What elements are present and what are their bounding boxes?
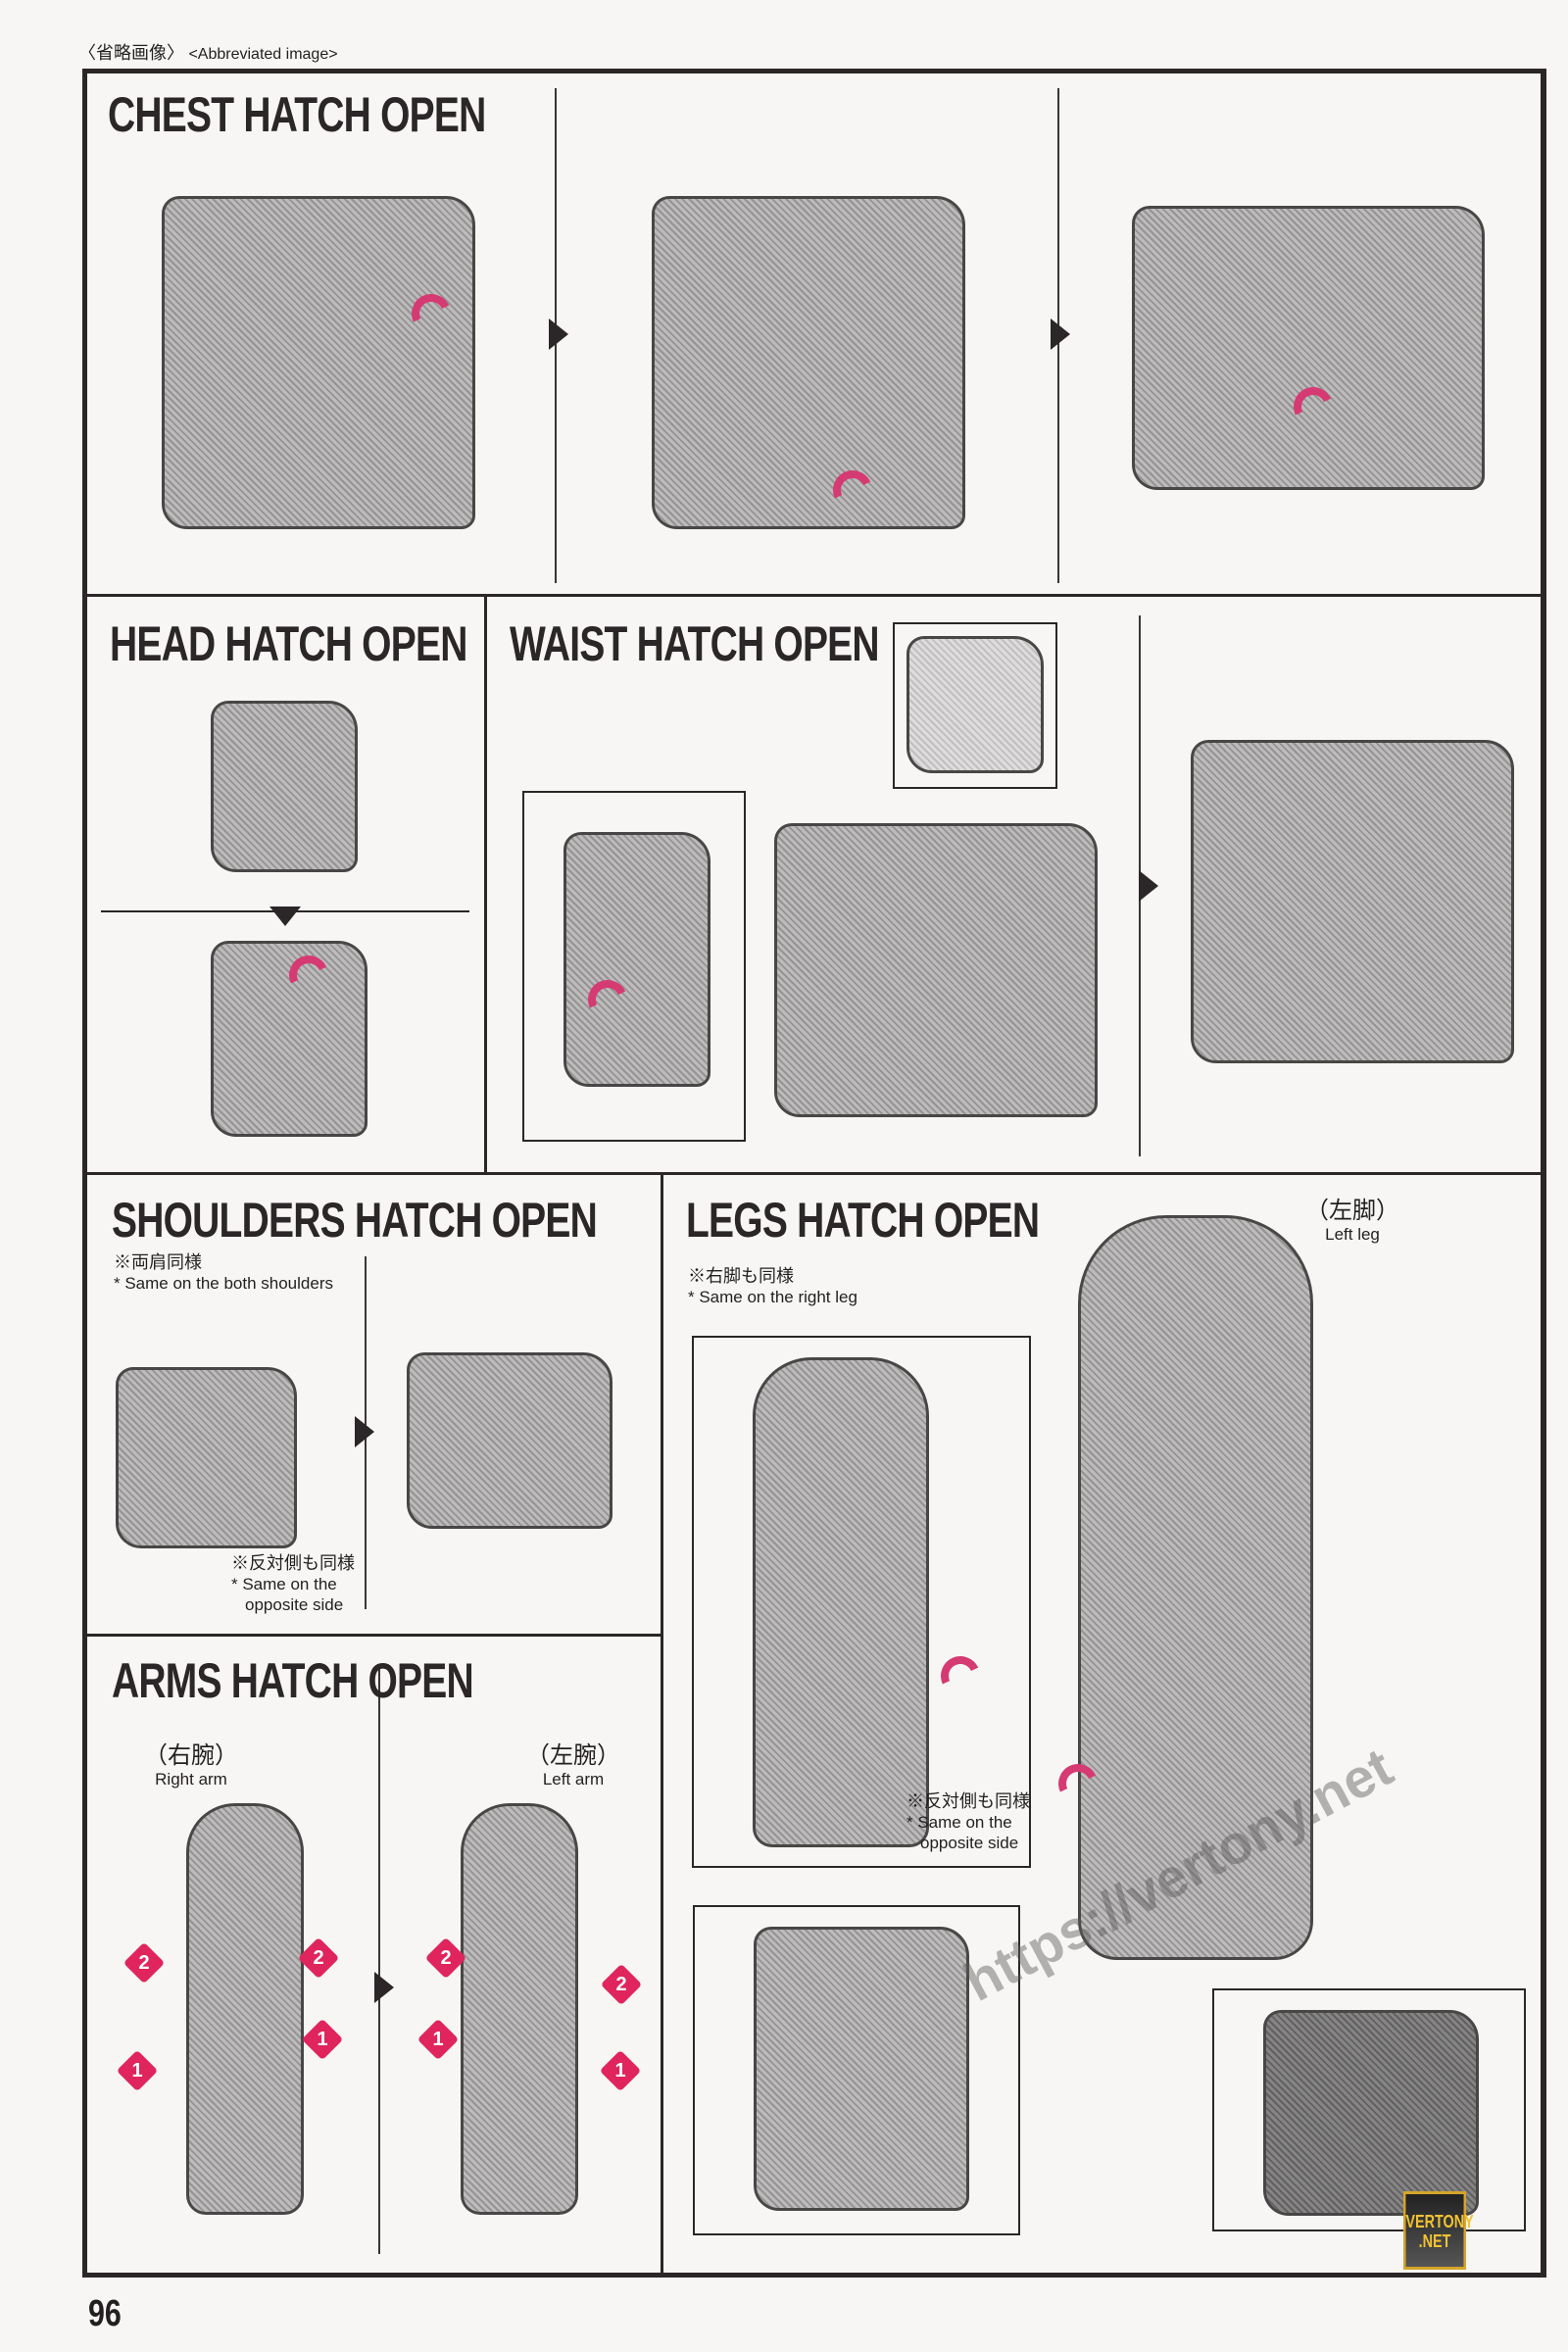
section-title-chest: CHEST HATCH OPEN: [108, 87, 486, 142]
head-illustration-closed: [211, 701, 358, 872]
divider: [378, 1666, 380, 2254]
note-jp: ※右脚も同様: [688, 1266, 794, 1286]
legs-side-note: ※反対側も同様 * Same on the opposite side: [906, 1791, 1030, 1853]
note-en: opposite side: [245, 1595, 344, 1614]
note-en: * Same on the both shoulders: [114, 1274, 333, 1293]
step-badge-1: 1: [599, 2049, 642, 2092]
label-jp: （左腕）: [526, 1742, 620, 1769]
label-jp: （右腕）: [144, 1742, 238, 1769]
label-en: Left arm: [542, 1770, 605, 1788]
badge-number: 1: [614, 2060, 626, 2082]
page-number: 96: [88, 2293, 122, 2334]
leg-foot-illustration: [754, 1927, 969, 2211]
note-en: * Same on the: [906, 1813, 1012, 1832]
vertony-logo: VERTONY .NET: [1403, 2191, 1474, 2270]
header-jp: 〈省略画像〉: [78, 43, 184, 63]
waist-illustration-closed: [774, 823, 1098, 1117]
step-arrow-icon: [355, 1416, 374, 1447]
note-en: * Same on the right leg: [688, 1288, 858, 1306]
leg-detail-box-lower: [693, 1905, 1020, 2235]
head-illustration-open: [211, 941, 368, 1137]
step-badge-2: 2: [424, 1936, 467, 1980]
section-title-legs: LEGS HATCH OPEN: [686, 1193, 1040, 1248]
badge-number: 1: [131, 2060, 143, 2082]
label-jp: （左脚）: [1305, 1198, 1399, 1224]
step-arrow-icon: [1051, 318, 1070, 350]
divider: [661, 1174, 663, 2276]
note-jp: ※両肩同様: [114, 1252, 202, 1272]
divider: [86, 1172, 1543, 1175]
section-title-head: HEAD HATCH OPEN: [110, 616, 467, 671]
step-arrow-down-icon: [270, 906, 301, 926]
step-badge-2: 2: [122, 1941, 166, 1984]
note-en: * Same on the: [231, 1575, 337, 1593]
right-arm-illustration: [186, 1803, 304, 2215]
chest-illustration-step3: [1132, 206, 1485, 490]
badge-number: 2: [138, 1952, 150, 1974]
step-arrow-icon: [374, 1972, 394, 2003]
step-badge-1: 1: [116, 2049, 159, 2092]
leg-ankle-illustration: [1263, 2010, 1479, 2216]
shoulder-illustration-closed: [116, 1367, 297, 1548]
label-en: Right arm: [155, 1770, 227, 1788]
waist-detail-illustration: [564, 832, 710, 1087]
leg-main-illustration: [1078, 1215, 1313, 1960]
header-en: <Abbreviated image>: [188, 46, 338, 63]
shoulders-note: ※両肩同様 * Same on the both shoulders: [114, 1252, 333, 1294]
note-jp: ※反対側も同様: [231, 1553, 355, 1573]
abbreviated-image-note: 〈省略画像〉 <Abbreviated image>: [78, 43, 338, 65]
right-arm-label: （右腕）Right arm: [137, 1742, 245, 1788]
legs-note: ※右脚も同様 * Same on the right leg: [688, 1266, 858, 1307]
left-arm-label: （左腕）Left arm: [519, 1742, 627, 1788]
section-title-shoulders: SHOULDERS HATCH OPEN: [112, 1193, 598, 1248]
chest-illustration-step2: [652, 196, 965, 529]
divider: [86, 1634, 662, 1637]
left-arm-illustration: [461, 1803, 578, 2215]
badge-number: 2: [313, 1947, 324, 1969]
badge-number: 2: [615, 1974, 627, 1995]
left-leg-label: （左脚）Left leg: [1294, 1198, 1411, 1244]
waist-detail-box: [522, 791, 746, 1142]
divider: [484, 596, 487, 1174]
note-en: opposite side: [920, 1834, 1019, 1852]
step-badge-2: 2: [600, 1963, 643, 2006]
page-frame: [82, 69, 1546, 2278]
divider: [86, 594, 1543, 597]
step-badge-1: 1: [416, 2018, 460, 2061]
step-arrow-icon: [549, 318, 568, 350]
shoulders-side-note: ※反対側も同様 * Same on the opposite side: [231, 1553, 355, 1615]
section-title-waist: WAIST HATCH OPEN: [510, 616, 880, 671]
chest-illustration-step1: [162, 196, 475, 529]
step-arrow-icon: [1139, 870, 1158, 902]
waist-illustration-open: [1191, 740, 1514, 1063]
shoulder-illustration-open: [407, 1352, 612, 1529]
step-badge-1: 1: [301, 2018, 344, 2061]
waist-top-detail-box: [893, 622, 1057, 789]
leg-detail-box-upper: [692, 1336, 1031, 1868]
badge-number: 1: [432, 2029, 444, 2050]
badge-number: 2: [440, 1947, 452, 1969]
note-jp: ※反対側も同様: [906, 1791, 1030, 1811]
badge-number: 1: [317, 2029, 328, 2050]
section-title-arms: ARMS HATCH OPEN: [112, 1653, 474, 1708]
leg-detail-box-right: [1212, 1988, 1526, 2231]
step-badge-2: 2: [297, 1936, 340, 1980]
waist-top-detail-illustration: [906, 636, 1044, 773]
leg-detail-illustration: [753, 1357, 929, 1847]
label-en: Left leg: [1325, 1225, 1380, 1244]
